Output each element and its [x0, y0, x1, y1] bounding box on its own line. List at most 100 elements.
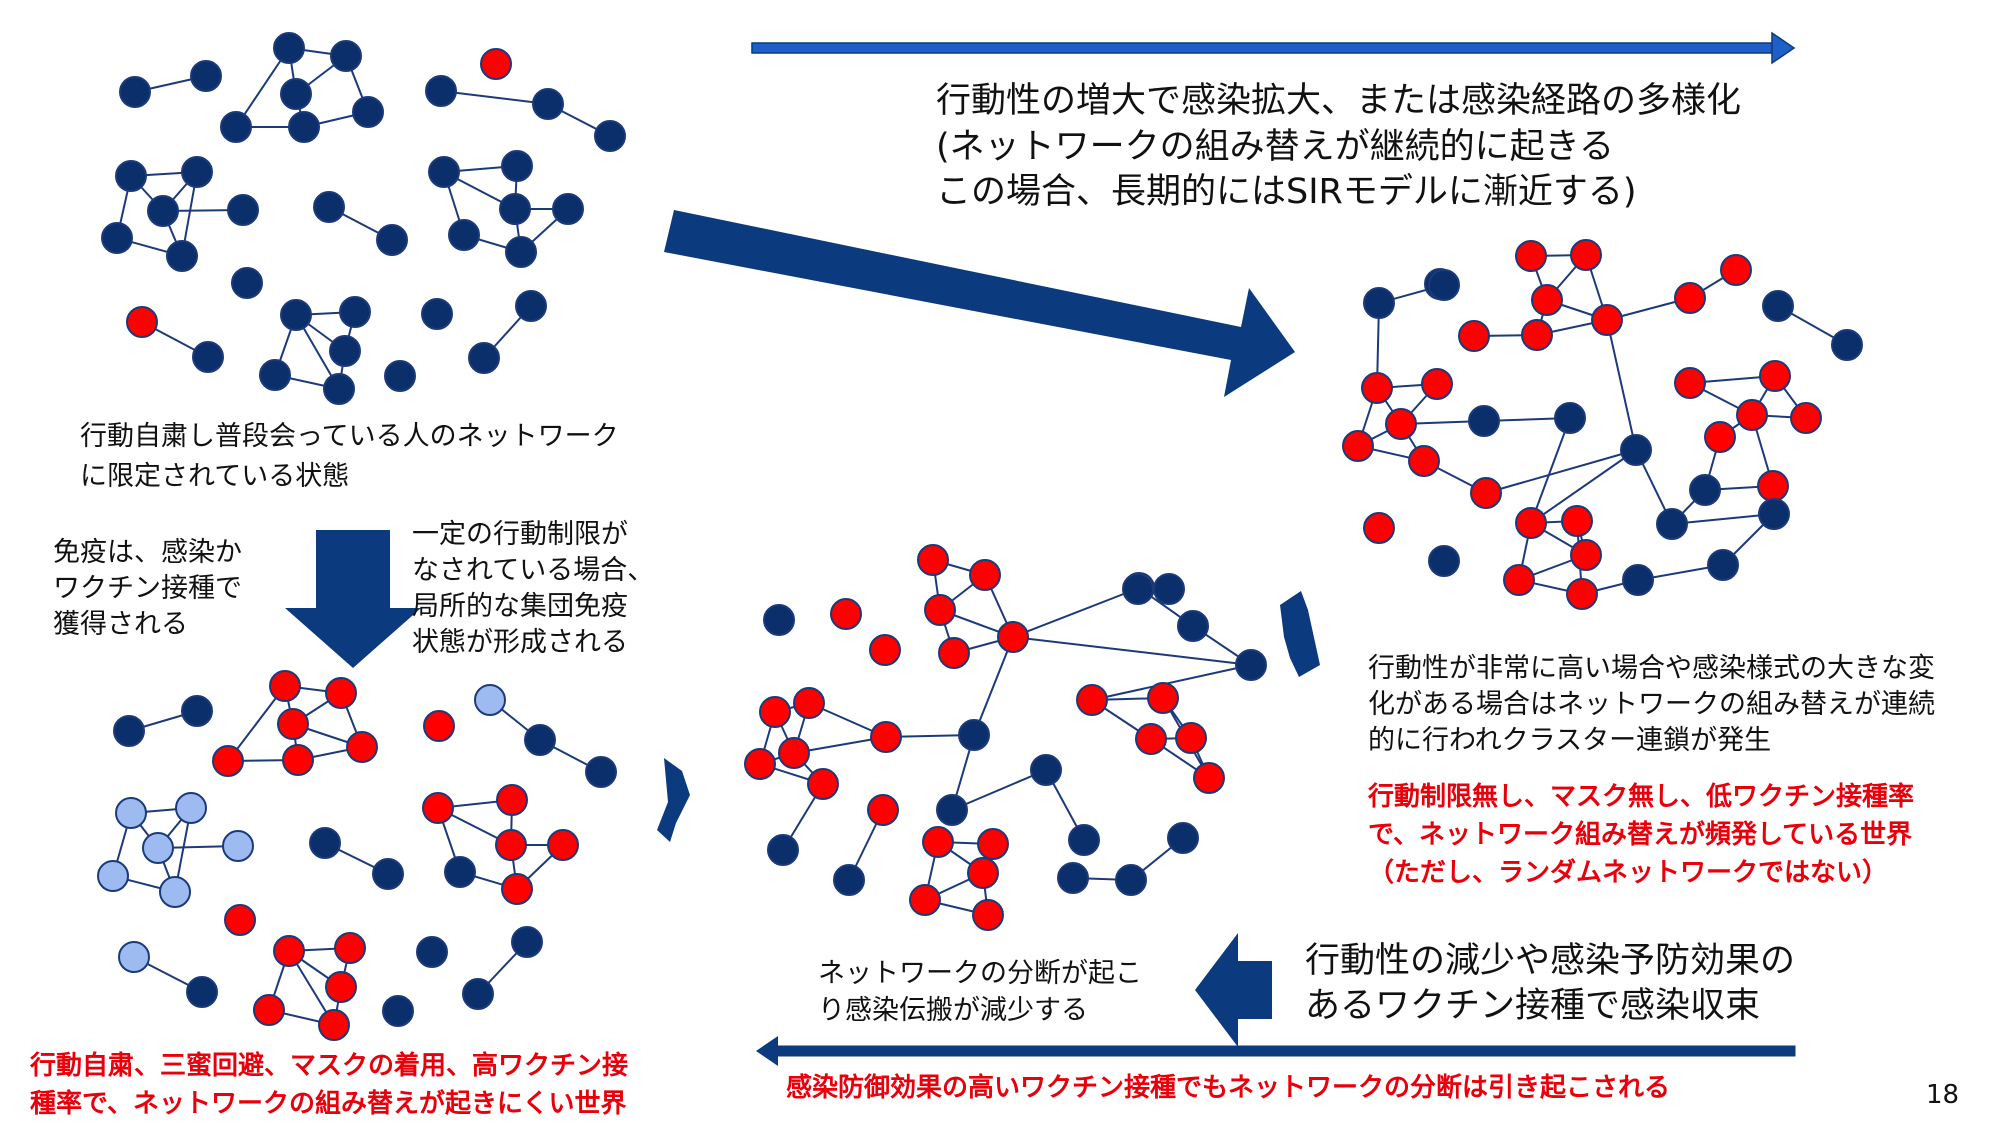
susceptible-node — [384, 360, 416, 392]
graph-bottom-middle — [744, 544, 1267, 931]
infected-node — [1736, 399, 1768, 431]
susceptible-node — [115, 160, 147, 192]
infected-node — [480, 48, 512, 80]
susceptible-node — [101, 222, 133, 254]
susceptible-node — [1620, 434, 1652, 466]
left-arrow — [1195, 933, 1272, 1047]
infected-node — [1591, 304, 1623, 336]
infected-node — [1470, 477, 1502, 509]
susceptible-node — [767, 834, 799, 866]
herd-line4: 状態が形成される — [412, 627, 628, 658]
infected-node — [1363, 512, 1395, 544]
susceptible-node — [181, 156, 213, 188]
reduce-line2: あるワクチン接種で感染収束 — [1305, 986, 1761, 1026]
susceptible-node — [524, 724, 556, 756]
susceptible-node — [147, 195, 179, 227]
network-edge — [1012, 636, 1252, 666]
infected-node — [277, 708, 309, 740]
infected-node — [1521, 319, 1553, 351]
susceptible-node — [1428, 545, 1460, 577]
herd-line3: 局所的な集団免疫 — [412, 591, 628, 622]
susceptible-node — [166, 240, 198, 272]
small-arrow-right — [1280, 591, 1320, 677]
infected-node — [346, 731, 378, 763]
susceptible-node — [585, 756, 617, 788]
infected-node — [1458, 320, 1490, 352]
infected-node — [1147, 682, 1179, 714]
susceptible-node — [511, 926, 543, 958]
infected-node — [977, 828, 1009, 860]
infected-node — [325, 971, 357, 1003]
graph-bottom-left — [97, 670, 617, 1041]
network-edge — [1606, 319, 1637, 451]
susceptible-node — [428, 156, 460, 188]
susceptible-node — [1689, 474, 1721, 506]
infected-node — [212, 745, 244, 777]
infected-node — [1759, 360, 1791, 392]
susceptible-node — [1115, 864, 1147, 896]
susceptible-node — [1762, 290, 1794, 322]
infected-node — [1531, 284, 1563, 316]
infected-node — [1342, 430, 1374, 462]
down-arrow — [285, 530, 421, 668]
immune-node — [159, 876, 191, 908]
infected-node — [867, 794, 899, 826]
reduce-line1: 行動性の減少や感染予防効果の — [1305, 941, 1796, 981]
infected-node — [334, 932, 366, 964]
susceptible-node — [1068, 824, 1100, 856]
susceptible-node — [594, 120, 626, 152]
infected-node — [969, 559, 1001, 591]
infected-node — [423, 710, 455, 742]
susceptible-node — [113, 715, 145, 747]
susceptible-node — [352, 96, 384, 128]
susceptible-node — [1177, 610, 1209, 642]
susceptible-node — [1057, 862, 1089, 894]
infected-node — [793, 687, 825, 719]
susceptible-node — [376, 224, 408, 256]
bottom-left-red-line2: 種率で、ネットワークの組み替えが起きにくい世界 — [30, 1089, 627, 1119]
infected-node — [922, 826, 954, 858]
immune-node — [222, 830, 254, 862]
infected-node — [325, 677, 357, 709]
susceptible-node — [1831, 329, 1863, 361]
susceptible-node — [958, 719, 990, 751]
infected-node — [1515, 240, 1547, 272]
infected-node — [269, 670, 301, 702]
graph-top-left — [101, 32, 626, 405]
susceptible-node — [1363, 287, 1395, 319]
susceptible-node — [186, 976, 218, 1008]
infected-node — [282, 744, 314, 776]
infected-node — [495, 829, 527, 861]
small-arrow-middle — [657, 758, 690, 842]
infected-node — [318, 1009, 350, 1041]
infected-node — [1193, 762, 1225, 794]
right-desc-line3: 的に行われクラスター連鎖が発生 — [1368, 725, 1772, 756]
susceptible-node — [444, 856, 476, 888]
susceptible-node — [119, 76, 151, 108]
infected-node — [273, 935, 305, 967]
susceptible-node — [1030, 754, 1062, 786]
susceptible-node — [220, 111, 252, 143]
susceptible-node — [372, 858, 404, 890]
susceptible-node — [309, 827, 341, 859]
immune-node — [115, 797, 147, 829]
infected-node — [253, 994, 285, 1026]
network-edge — [973, 636, 1014, 736]
susceptible-node — [425, 75, 457, 107]
infected-node — [1720, 254, 1752, 286]
susceptible-node — [231, 267, 263, 299]
infected-node — [967, 857, 999, 889]
right-red-line1: 行動制限無し、マスク無し、低ワクチン接種率 — [1368, 782, 1915, 812]
infected-node — [1566, 578, 1598, 610]
infected-node — [496, 784, 528, 816]
infected-node — [972, 899, 1004, 931]
infected-node — [1503, 564, 1535, 596]
infected-node — [870, 721, 902, 753]
infected-node — [1570, 539, 1602, 571]
susceptible-node — [501, 150, 533, 182]
susceptible-node — [421, 298, 453, 330]
susceptible-node — [515, 290, 547, 322]
right-red-line3: （ただし、ランダムネットワークではない） — [1368, 858, 1889, 888]
network-edge — [1530, 417, 1571, 524]
